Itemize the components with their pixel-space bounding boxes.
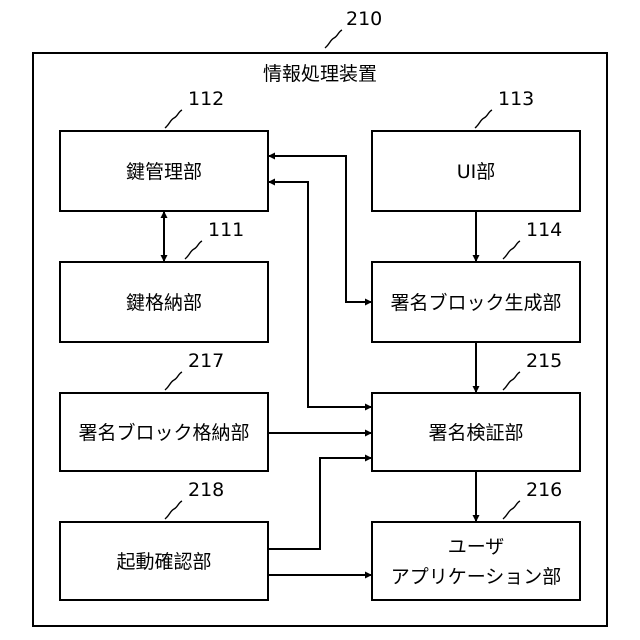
arrow-startup-confirmation-to-verification bbox=[268, 458, 372, 549]
signature-verification-label: 署名検証部 bbox=[428, 422, 523, 444]
user-application-leader bbox=[503, 501, 520, 519]
signature-verification-number: 215 bbox=[526, 350, 562, 372]
startup-confirmation-leader bbox=[165, 501, 182, 519]
container-title: 情報処理装置 bbox=[263, 63, 377, 85]
arrow-key-management-signature-verification bbox=[268, 182, 372, 407]
container-number: 210 bbox=[346, 8, 382, 30]
signature-block-generation-number: 114 bbox=[526, 219, 562, 241]
user-application-block bbox=[372, 522, 580, 600]
ui-label: UI部 bbox=[457, 161, 496, 183]
signature-block-generation-label: 署名ブロック生成部 bbox=[390, 291, 561, 314]
user-application-label-line2: アプリケーション部 bbox=[391, 566, 562, 588]
key-management-number: 112 bbox=[188, 88, 224, 110]
key-storage-leader bbox=[185, 241, 202, 259]
ui-number: 113 bbox=[498, 88, 534, 110]
key-management-leader bbox=[165, 110, 182, 128]
signature-block-generation-leader bbox=[503, 241, 520, 259]
key-storage-number: 111 bbox=[208, 219, 244, 241]
startup-confirmation-label: 起動確認部 bbox=[116, 551, 211, 573]
startup-confirmation-number: 218 bbox=[188, 479, 224, 501]
ui-leader bbox=[475, 110, 492, 128]
signature-verification-leader bbox=[503, 372, 520, 390]
user-application-label-line1: ユーザ bbox=[448, 536, 505, 558]
key-storage-label: 鍵格納部 bbox=[126, 292, 202, 314]
arrow-key-management-signature-block-generation bbox=[268, 156, 372, 302]
container-reference-leader bbox=[325, 30, 342, 48]
signature-block-storage-number: 217 bbox=[188, 350, 224, 372]
signature-block-storage-leader bbox=[165, 372, 182, 390]
signature-block-storage-label: 署名ブロック格納部 bbox=[78, 421, 249, 444]
user-application-number: 216 bbox=[526, 479, 562, 501]
key-management-label: 鍵管理部 bbox=[126, 161, 202, 183]
